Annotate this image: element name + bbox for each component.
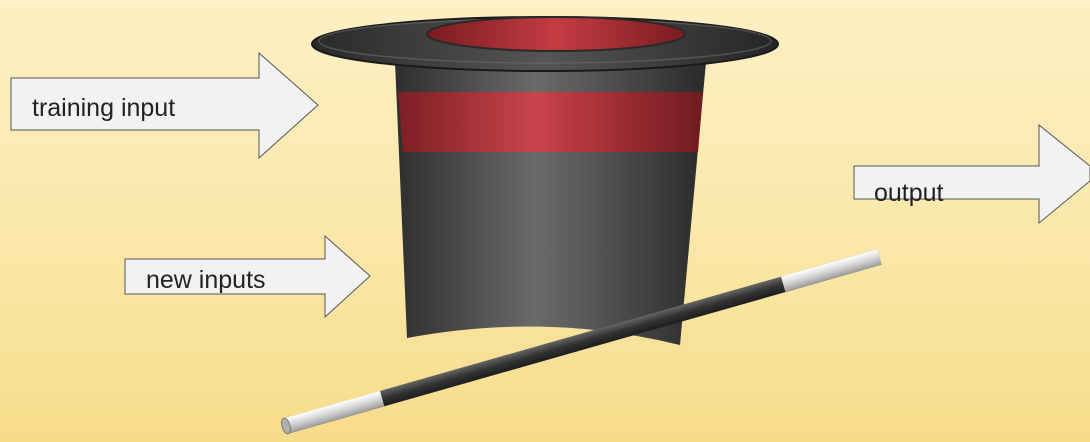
- output-arrow: [854, 125, 1090, 223]
- output-label: output: [874, 181, 944, 206]
- hat-band: [398, 92, 703, 152]
- training-input-label: training input: [32, 96, 175, 121]
- magic-hat-icon: [312, 17, 778, 345]
- hat-lining: [427, 17, 685, 51]
- new-inputs-label: new inputs: [146, 268, 266, 293]
